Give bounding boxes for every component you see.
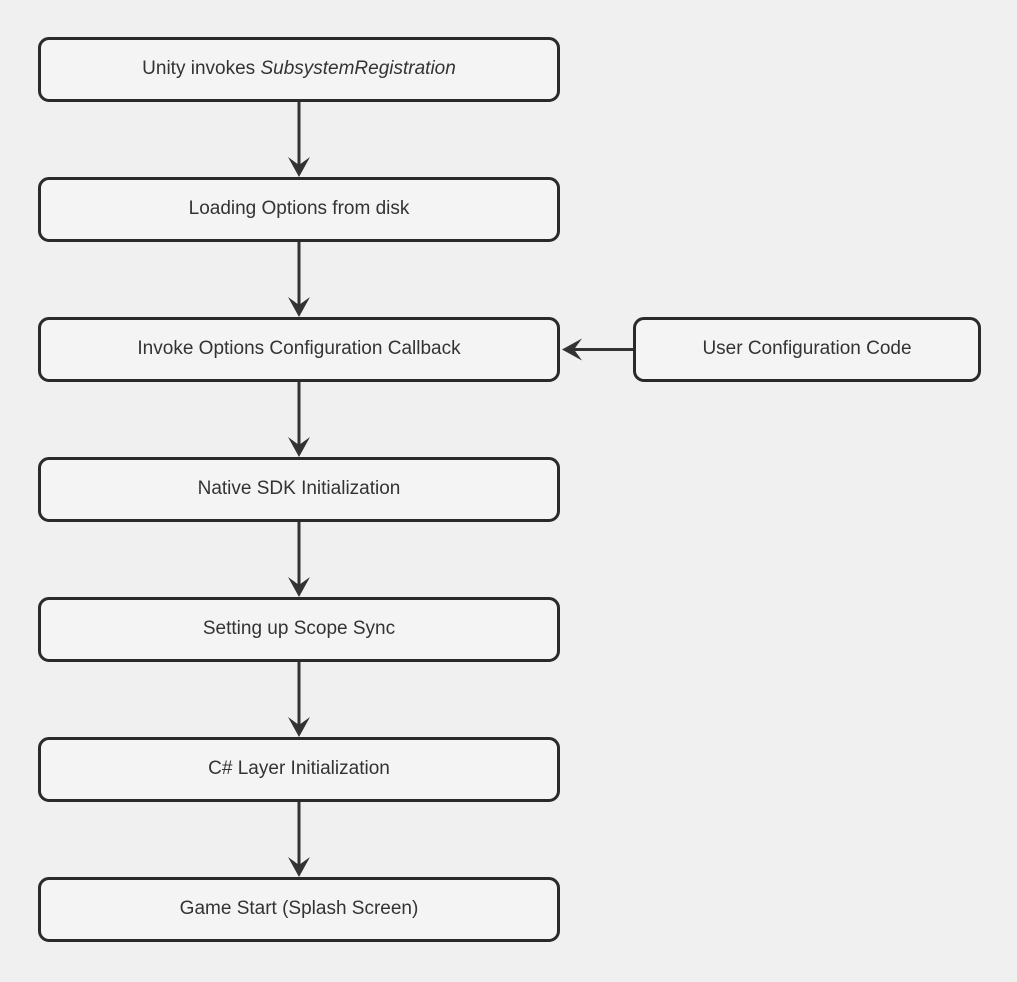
arrowhead-down-icon (288, 437, 310, 457)
edge-csharp-to-gamestart (288, 802, 310, 877)
flow-node-native-sdk-initialization: Native SDK Initialization (38, 457, 560, 522)
arrowhead-down-icon (288, 577, 310, 597)
flow-node-invoke-options-configuration-callback: Invoke Options Configuration Callback (38, 317, 560, 382)
flow-node-unity-invokes-subsystem-registration: Unity invokes SubsystemRegistration (38, 37, 560, 102)
flow-node-game-start-splash-screen: Game Start (Splash Screen) (38, 877, 560, 942)
node-label: Unity invokes SubsystemRegistration (142, 58, 456, 80)
edge-invoke-to-nativesdk (288, 382, 310, 457)
node-label: Loading Options from disk (188, 198, 410, 220)
edge-unity-to-loading (288, 102, 310, 177)
arrowhead-left-icon (562, 338, 582, 361)
edge-userconfig-to-invoke (562, 338, 633, 361)
node-label: C# Layer Initialization (208, 758, 390, 780)
edge-nativesdk-to-scopesync (288, 522, 310, 597)
flow-node-setting-up-scope-sync: Setting up Scope Sync (38, 597, 560, 662)
node-label: Setting up Scope Sync (202, 618, 396, 640)
edge-loading-to-invoke (288, 242, 310, 317)
flow-node-loading-options-from-disk: Loading Options from disk (38, 177, 560, 242)
arrowhead-down-icon (288, 717, 310, 737)
arrowhead-down-icon (288, 297, 310, 317)
arrowhead-down-icon (288, 857, 310, 877)
node-label: Game Start (Splash Screen) (179, 898, 419, 920)
flow-node-csharp-layer-initialization: C# Layer Initialization (38, 737, 560, 802)
arrowhead-down-icon (288, 157, 310, 177)
node-label: Invoke Options Configuration Callback (137, 338, 461, 360)
edge-scopesync-to-csharp (288, 662, 310, 737)
node-label: Native SDK Initialization (197, 478, 401, 500)
flow-node-user-configuration-code: User Configuration Code (633, 317, 981, 382)
node-label: User Configuration Code (702, 338, 912, 360)
